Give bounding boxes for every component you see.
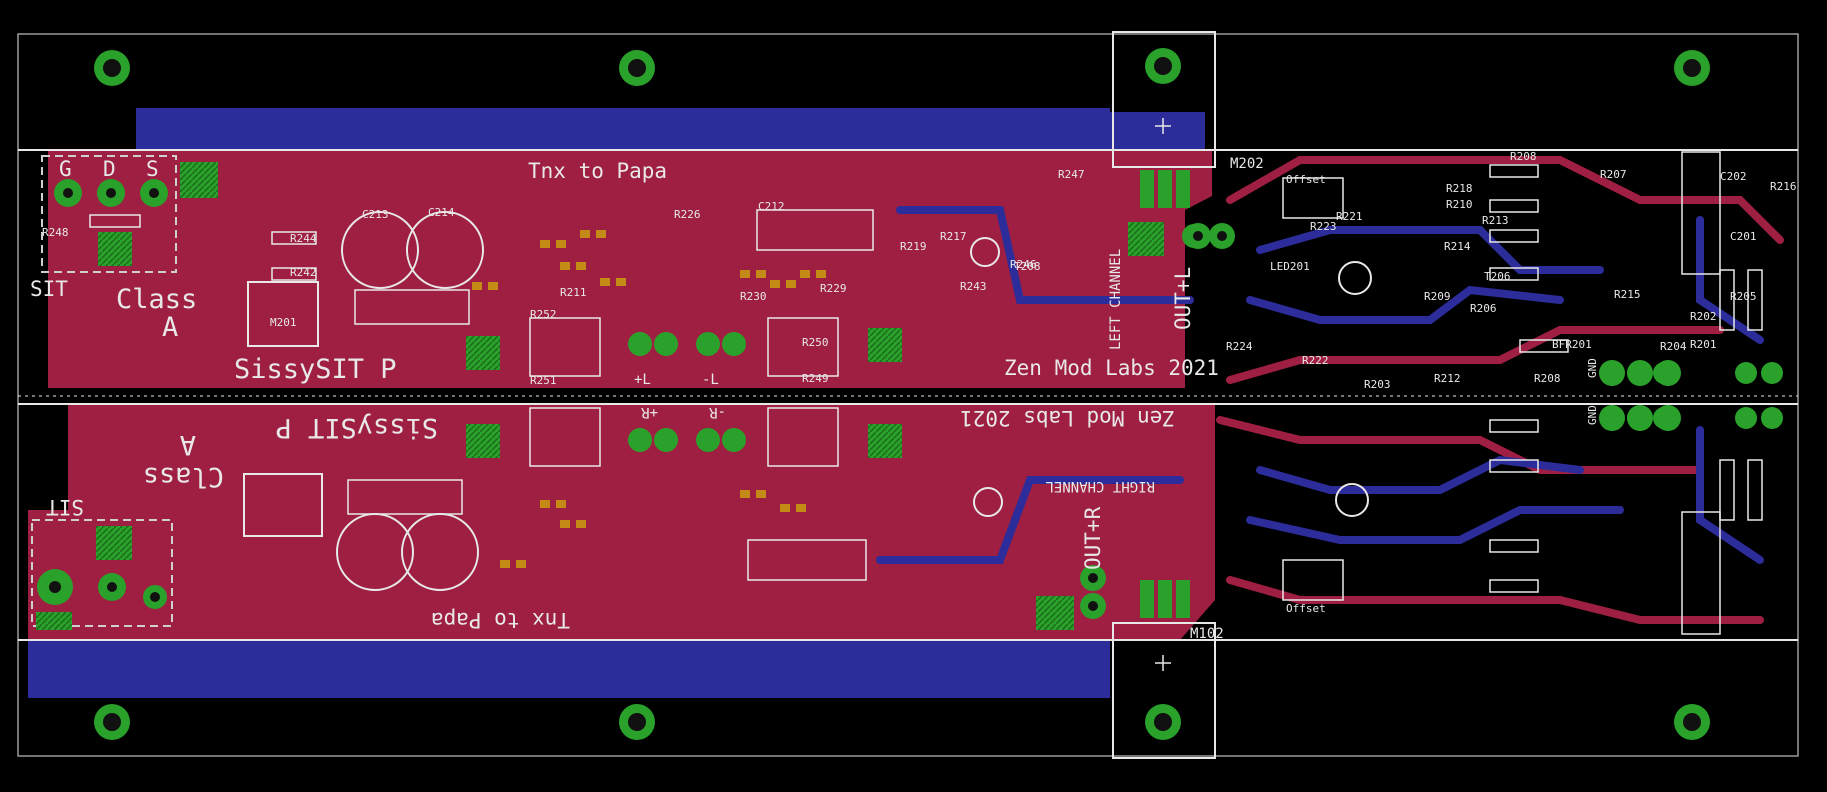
component-ref-label: R251	[530, 374, 557, 387]
gnd-label-right: GND	[1586, 405, 1599, 425]
electrolytic-capacitors	[336, 211, 1372, 591]
resistor-footprints	[89, 151, 1763, 635]
sit-label-right: SIT	[46, 495, 84, 519]
sit-label-left: SIT	[30, 277, 68, 301]
sit-footprint-left	[41, 155, 177, 273]
component-ref-label: R211	[560, 286, 587, 299]
component-ref-label: C213	[362, 208, 389, 221]
class-label-right: Class	[143, 461, 224, 492]
thermal-pads	[36, 162, 1164, 630]
component-ref-label: T206	[1484, 270, 1511, 283]
bfr-label: BFR201	[1552, 338, 1592, 351]
component-ref-label: R221	[1336, 210, 1363, 223]
left-channel-label: LEFT CHANNEL	[1108, 249, 1124, 350]
thanks-label-top: Tnx to Papa	[528, 159, 667, 183]
component-ref-label: R229	[820, 282, 847, 295]
component-ref-label: R250	[802, 336, 829, 349]
board-title-right: SissySIT P	[275, 412, 438, 443]
component-ref-label: R216	[1770, 180, 1797, 193]
component-ref-label: R217	[940, 230, 967, 243]
module-label-right: M102	[1190, 626, 1224, 642]
component-ref-label: R203	[1364, 378, 1391, 391]
component-ref-label: R222	[1302, 354, 1329, 367]
offset-label-right: Offset	[1286, 602, 1326, 615]
component-ref-label: R206	[1470, 302, 1497, 315]
smd-pads	[472, 230, 826, 568]
power-transistor-bottom[interactable]	[1112, 580, 1216, 759]
component-ref-label: C212	[758, 200, 785, 213]
component-ref-label: R246	[1010, 258, 1037, 271]
m101-module	[243, 473, 323, 537]
led-label: LED201	[1270, 260, 1310, 273]
sit-footprint-right	[31, 519, 173, 627]
component-ref-label: R252	[530, 308, 557, 321]
component-ref-label: R212	[1434, 372, 1461, 385]
component-ref-label: R224	[1226, 340, 1253, 353]
component-ref-label: R214	[1444, 240, 1471, 253]
component-ref-label: R219	[900, 240, 927, 253]
bottom-copper-top-strip	[136, 108, 1110, 150]
m201-module	[247, 281, 319, 347]
credit-label-right: Zen Mod Labs 2021	[960, 406, 1175, 430]
board-title-left: SissySIT P	[234, 354, 397, 385]
class-label-left: Class	[116, 284, 197, 315]
plus-r-label: +R	[641, 404, 658, 420]
module-label: M202	[1230, 156, 1264, 172]
offset-trimmer-right	[1282, 559, 1344, 601]
component-ref-label: C214	[428, 206, 455, 219]
component-ref-label: R243	[960, 280, 987, 293]
jfet-pin-s: S	[146, 157, 159, 181]
component-ref-label: M201	[270, 316, 297, 329]
offset-trimmer-left	[1282, 177, 1344, 219]
component-ref-label: R208	[1510, 150, 1537, 163]
component-ref-label: R201	[1690, 338, 1717, 351]
out-r-label: OUT+R	[1081, 506, 1105, 570]
offset-label-left: Offset	[1286, 173, 1326, 186]
thanks-label-bottom: Tnx to Papa	[431, 608, 570, 632]
component-ref-label: R208	[1534, 372, 1561, 385]
component-ref-label: C202	[1720, 170, 1747, 183]
component-ref-label: R230	[740, 290, 767, 303]
component-ref-label: C201	[1730, 230, 1757, 243]
component-ref-label: T208	[1014, 260, 1041, 273]
component-ref-label: R213	[1482, 214, 1509, 227]
bottom-copper-heatsink-top	[1085, 112, 1205, 150]
component-ref-label: R204	[1660, 340, 1687, 353]
power-transistor-top[interactable]	[1112, 31, 1216, 208]
out-l-label: OUT+L	[1171, 267, 1195, 330]
jfet-pin-g: G	[59, 157, 72, 181]
bottom-copper-bottom-strip	[28, 640, 1110, 698]
component-ref-label: R248	[42, 226, 69, 239]
class-a-left: A	[162, 312, 178, 343]
gnd-label-left: GND	[1586, 358, 1599, 378]
component-ref-label: R215	[1614, 288, 1641, 301]
minus-r-label: -R	[709, 404, 726, 420]
jfet-pin-d: D	[103, 157, 116, 181]
board-outline	[17, 33, 1799, 757]
plus-l-label: +L	[634, 372, 651, 388]
component-ref-label: R223	[1310, 220, 1337, 233]
component-ref-label: R202	[1690, 310, 1717, 323]
component-ref-label: R247	[1058, 168, 1085, 181]
component-ref-label: R218	[1446, 182, 1473, 195]
class-a-right: A	[180, 429, 196, 460]
credit-label-left: Zen Mod Labs 2021	[1004, 356, 1219, 380]
component-ref-label: R205	[1730, 290, 1757, 303]
component-ref-label: R207	[1600, 168, 1627, 181]
trace-network	[517, 156, 1784, 624]
right-channel-label: RIGHT CHANNEL	[1045, 478, 1155, 494]
bus-connector-pads	[1080, 223, 1681, 619]
component-ref-label: R210	[1446, 198, 1473, 211]
top-copper-right-channel	[28, 404, 1215, 640]
minus-l-label: -L	[702, 372, 719, 388]
component-ref-label: R226	[674, 208, 701, 221]
component-ref-label: R242	[290, 266, 317, 279]
component-ref-label: R244	[290, 232, 317, 245]
component-ref-label: R209	[1424, 290, 1451, 303]
component-ref-label: R249	[802, 372, 829, 385]
mounting-holes	[94, 50, 1710, 740]
